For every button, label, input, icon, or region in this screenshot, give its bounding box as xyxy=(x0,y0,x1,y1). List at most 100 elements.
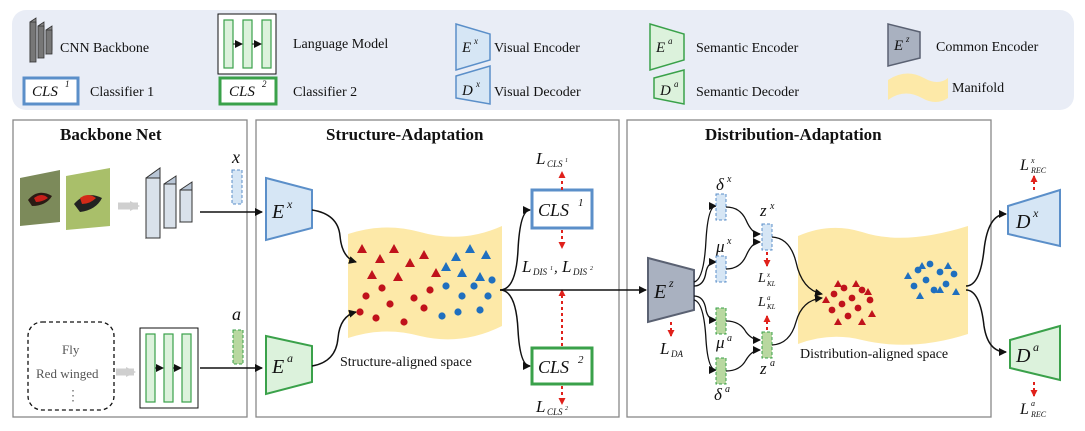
svg-text:DIS: DIS xyxy=(572,267,587,277)
svg-text:μ: μ xyxy=(715,333,725,352)
svg-text:a: a xyxy=(287,351,293,365)
svg-text:E: E xyxy=(653,281,666,303)
structure-space-label: Structure-aligned space xyxy=(340,355,472,370)
svg-text:a: a xyxy=(674,79,679,89)
svg-text:,: , xyxy=(554,260,558,276)
arrow-zx-to-distribution xyxy=(771,236,823,297)
arrow-structure-to-cls1 xyxy=(499,206,531,291)
legend-cnn-backbone: CNN Backbone xyxy=(60,41,149,56)
language-model-icon xyxy=(217,13,277,75)
legend-semantic-encoder: Semantic Encoder xyxy=(696,41,799,56)
svg-text:1: 1 xyxy=(65,79,70,89)
legend-semantic-decoder: Semantic Decoder xyxy=(696,85,799,100)
svg-text:x: x xyxy=(726,236,732,247)
attribute-dots: ⋮ xyxy=(66,389,80,404)
svg-text:z: z xyxy=(668,276,674,290)
arrow-delta-x-to-zx xyxy=(725,206,761,238)
legend-common-encoder: Common Encoder xyxy=(936,40,1039,55)
svg-text:a: a xyxy=(1033,340,1039,354)
legend-manifold: Manifold xyxy=(952,81,1004,96)
svg-text:L: L xyxy=(757,271,766,286)
loss-rec-x: L x REC xyxy=(1019,156,1047,175)
common-encoder: E z xyxy=(647,256,695,324)
svg-text:x: x xyxy=(231,147,240,167)
svg-text:x: x xyxy=(769,201,775,212)
svg-text:D: D xyxy=(659,83,671,99)
svg-text:E: E xyxy=(271,201,284,223)
svg-text:L: L xyxy=(659,339,669,358)
svg-text:δ: δ xyxy=(714,385,723,404)
svg-text:REC: REC xyxy=(1030,410,1047,419)
svg-text:a: a xyxy=(725,384,730,395)
svg-text:x: x xyxy=(1030,156,1035,165)
semantic-decoder-legend-icon: D a xyxy=(653,69,685,105)
attribute-box xyxy=(27,321,115,411)
legend-classifier-2: Classifier 2 xyxy=(293,85,357,100)
structure-panel xyxy=(255,119,620,418)
svg-text:a: a xyxy=(727,333,732,344)
classifier-2: CLS 2 xyxy=(530,346,594,386)
loss-kl-x: L x KL xyxy=(757,271,776,288)
arrow-to-visual-decoder xyxy=(965,210,1007,287)
arrow-ez-to-delta-a xyxy=(693,299,717,374)
visual-decoder: D x xyxy=(1007,188,1061,248)
structure-title: Structure-Adaptation xyxy=(326,125,484,144)
distribution-panel xyxy=(626,119,992,418)
distribution-title: Distribution-Adaptation xyxy=(705,125,882,144)
arrow-za-to-distribution xyxy=(771,294,823,346)
svg-text:δ: δ xyxy=(716,175,725,194)
distribution-points xyxy=(822,260,960,325)
visual-feature-x: x xyxy=(231,147,243,205)
svg-text:x: x xyxy=(1032,206,1039,220)
svg-text:L: L xyxy=(535,397,545,416)
arrow-ez-to-delta-x xyxy=(693,202,717,283)
legend-visual-encoder: Visual Encoder xyxy=(494,41,580,56)
svg-text:CLS: CLS xyxy=(547,159,563,169)
classifier-1: CLS 1 xyxy=(530,188,594,230)
semantic-feature-a: a xyxy=(232,304,244,365)
svg-text:2: 2 xyxy=(578,354,584,366)
arrow-ez-to-mu-a xyxy=(693,295,717,324)
manifold-legend-icon xyxy=(888,73,948,102)
svg-text:x: x xyxy=(473,36,478,46)
svg-text:KL: KL xyxy=(766,280,776,288)
legend-language-model: Language Model xyxy=(293,37,388,52)
svg-text:L: L xyxy=(1019,401,1029,418)
arrow-to-semantic-decoder xyxy=(965,289,1007,356)
svg-text:REC: REC xyxy=(1030,166,1047,175)
svg-text:D: D xyxy=(1015,211,1031,233)
svg-text:L: L xyxy=(535,149,545,168)
svg-text:L: L xyxy=(1019,157,1029,174)
svg-text:CLS: CLS xyxy=(538,357,569,377)
legend: CNN Backbone CLS 1 Classifier 1 Language… xyxy=(12,10,1074,110)
svg-text:a: a xyxy=(232,304,241,324)
arrow-mu-x-to-zx xyxy=(725,238,761,270)
svg-text:1: 1 xyxy=(565,158,568,164)
loss-da: L DA xyxy=(659,339,683,359)
svg-text:DA: DA xyxy=(670,349,683,359)
distribution-space-label: Distribution-aligned space xyxy=(800,347,948,362)
distribution-manifold xyxy=(798,226,968,345)
delta-x: δ x xyxy=(715,174,732,221)
visual-encoder-legend-icon: E x xyxy=(455,22,491,72)
classifier-1-legend-icon: CLS 1 xyxy=(22,76,80,106)
svg-text:1: 1 xyxy=(550,266,553,272)
svg-text:a: a xyxy=(1031,399,1035,408)
svg-text:x: x xyxy=(726,174,732,185)
svg-text:1: 1 xyxy=(578,197,584,209)
loss-cls2: L CLS 2 xyxy=(535,397,568,417)
svg-text:L: L xyxy=(757,295,766,310)
delta-a: δ a xyxy=(714,357,730,404)
svg-text:D: D xyxy=(461,83,473,99)
svg-text:a: a xyxy=(767,294,771,302)
svg-text:D: D xyxy=(1015,345,1031,367)
semantic-decoder: D a xyxy=(1009,324,1061,382)
svg-text:z: z xyxy=(905,34,910,44)
svg-text:E: E xyxy=(461,40,471,56)
arrow-mu-a-to-za xyxy=(725,320,761,344)
svg-text:2: 2 xyxy=(565,406,568,412)
visual-decoder-legend-icon: D x xyxy=(455,64,491,105)
loss-kl-a: L a KL xyxy=(757,294,776,311)
svg-text:E: E xyxy=(893,38,903,54)
svg-text:2: 2 xyxy=(590,266,593,272)
